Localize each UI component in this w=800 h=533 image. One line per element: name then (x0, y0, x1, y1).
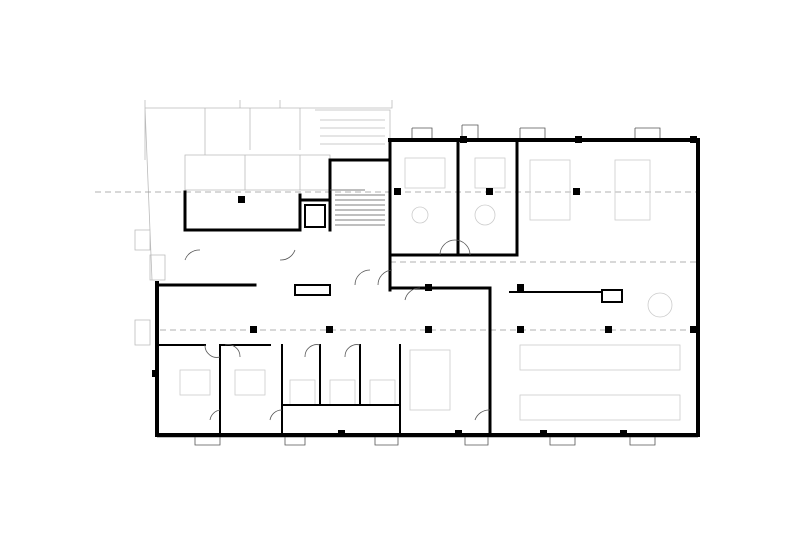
neighbouring-building-outline (134, 100, 393, 346)
walls (155, 138, 700, 437)
columns (152, 136, 697, 437)
doors (184, 239, 491, 421)
